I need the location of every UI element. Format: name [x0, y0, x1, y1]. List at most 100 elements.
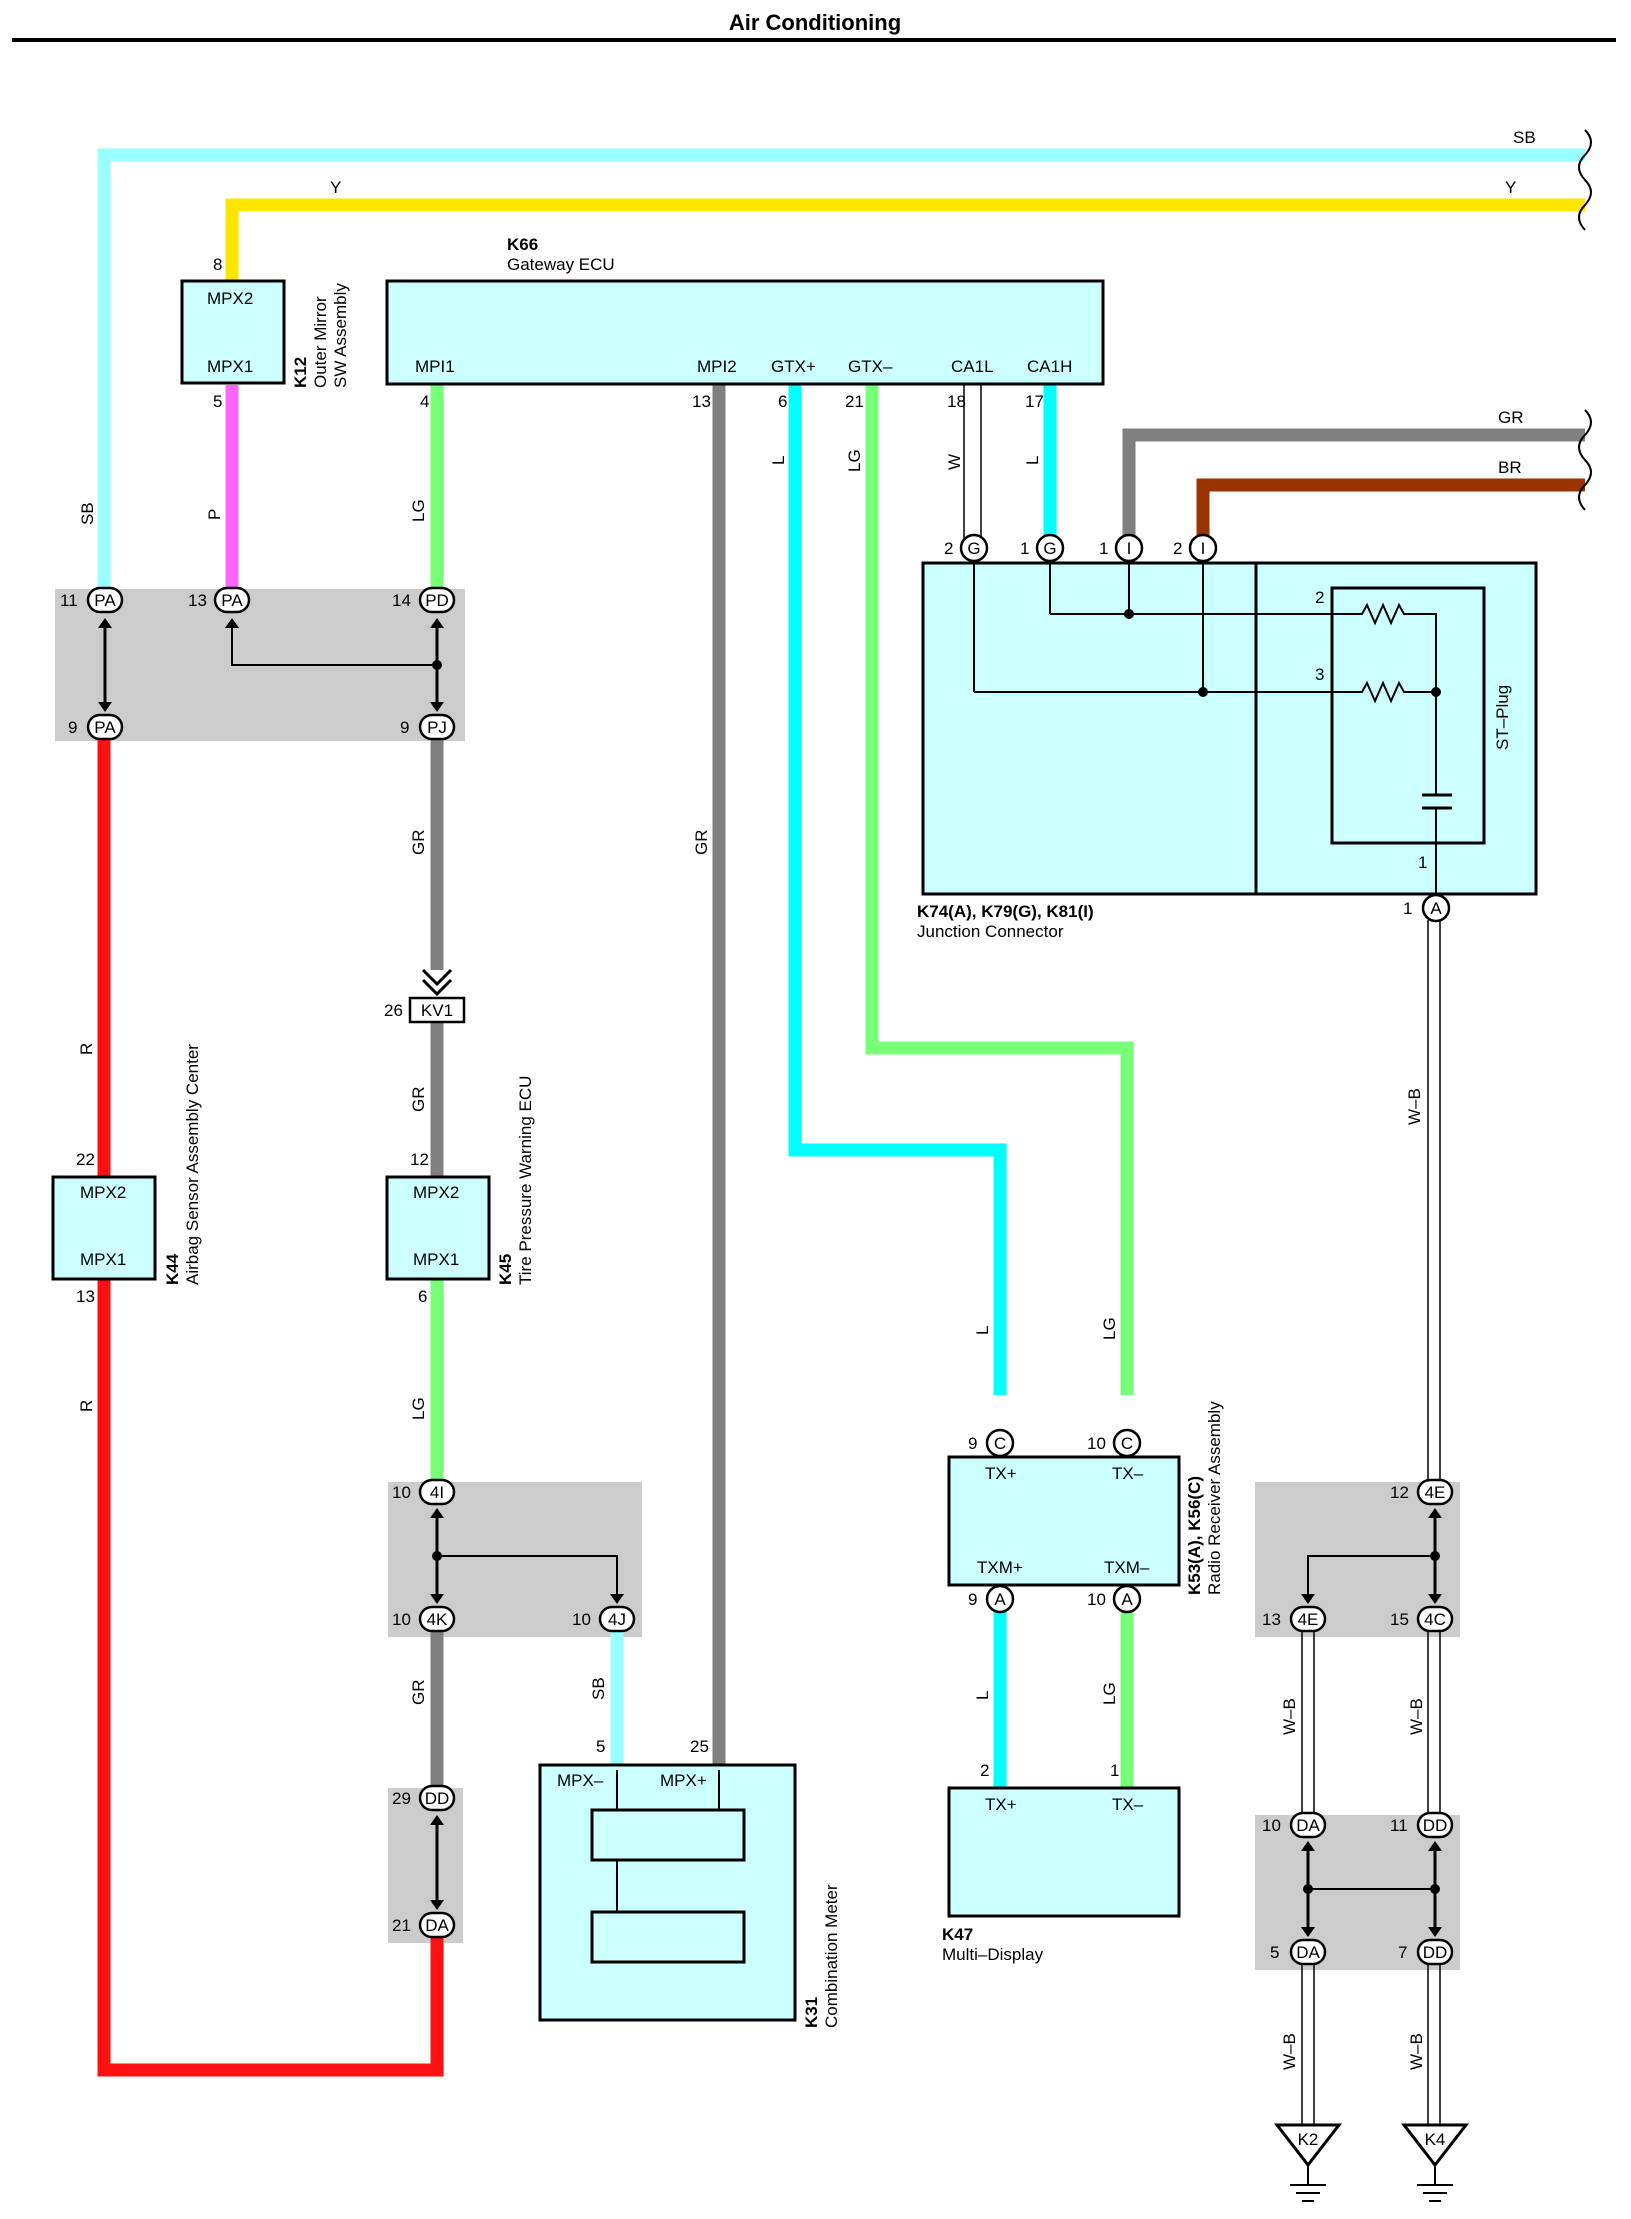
svg-text:14: 14: [392, 591, 411, 610]
svg-text:4E: 4E: [1298, 1610, 1319, 1629]
label-wb-k2: W–B: [1280, 2033, 1299, 2070]
svg-text:PA: PA: [221, 591, 243, 610]
k44-code: K44: [163, 1253, 182, 1285]
label-gr-4k: GR: [409, 1680, 428, 1706]
svg-text:4C: 4C: [1424, 1610, 1446, 1629]
junction-pa-11: PA 11: [60, 586, 124, 614]
svg-text:2: 2: [1173, 539, 1182, 558]
k45-code: K45: [496, 1254, 515, 1285]
svg-text:DD: DD: [1423, 1816, 1448, 1835]
label-lg-mpi1: LG: [409, 499, 428, 522]
svg-text:4I: 4I: [430, 1483, 444, 1502]
svg-text:PA: PA: [94, 591, 116, 610]
svg-text:DA: DA: [1296, 1816, 1320, 1835]
k66-pin-ca1h: CA1H: [1027, 357, 1072, 376]
k44-pin-mpx1: MPX1: [80, 1250, 126, 1269]
label-gr-kv1: GR: [409, 1087, 428, 1113]
junction-pj-9: PJ 9: [400, 713, 456, 741]
k44-num-mpx1: 13: [76, 1287, 95, 1306]
label-p: P: [205, 509, 224, 520]
svg-text:2: 2: [944, 539, 953, 558]
wire-gr-right: [1122, 428, 1585, 540]
k12-pin-mpx2: MPX2: [207, 289, 253, 308]
svg-text:C: C: [994, 1434, 1006, 1453]
k66-num-gtxp: 6: [778, 392, 787, 411]
junction-pa-13: PA 13: [188, 586, 251, 614]
svg-text:9: 9: [68, 718, 77, 737]
label-br-top: BR: [1498, 458, 1522, 477]
junction-dd-11: DD 11: [1390, 1811, 1454, 1839]
jc-code: K74(A), K79(G), K81(I): [917, 902, 1094, 921]
component-k53-radio-receiver: TX+ TX– TXM+ TXM– C 9 C 10 A 9 A 10 K53(…: [947, 1401, 1224, 1614]
label-sb-top: SB: [1513, 128, 1536, 147]
k31-pin-mpxm: MPX–: [557, 1771, 604, 1790]
svg-text:13: 13: [188, 591, 207, 610]
k53-pin-c10: C 10: [1087, 1428, 1142, 1458]
k66-pin-ca1l: CA1L: [951, 357, 994, 376]
svg-text:12: 12: [1390, 1483, 1409, 1502]
jc-num-r3: 3: [1315, 665, 1324, 684]
k31-box: [538, 1763, 797, 2022]
k66-num-mpi2: 13: [692, 392, 711, 411]
ground-k2-label: K2: [1298, 2130, 1319, 2149]
svg-text:10: 10: [1087, 1434, 1106, 1453]
k66-pin-mpi2: MPI2: [697, 357, 737, 376]
k12-code: K12: [291, 357, 310, 388]
junction-kv1: KV1 26: [384, 996, 466, 1024]
k66-num-ca1l: 18: [947, 392, 966, 411]
component-k66-gateway-ecu: K66 Gateway ECU MPI1 MPI2 GTX+ GTX– CA1L…: [385, 235, 1105, 411]
k53-pin-txm: TX–: [1112, 1464, 1144, 1483]
k44-pin-mpx2: MPX2: [80, 1183, 126, 1202]
svg-text:7: 7: [1398, 1943, 1407, 1962]
svg-text:1: 1: [1403, 899, 1412, 918]
svg-text:15: 15: [1390, 1610, 1409, 1629]
junction-internal-links: [103, 625, 1437, 1930]
k66-num-gtxm: 21: [845, 392, 864, 411]
k66-code: K66: [507, 235, 538, 254]
junction-4e-13: 4E 13: [1262, 1605, 1327, 1633]
kv1-chevron-icon: [421, 968, 453, 997]
svg-text:10: 10: [1087, 1590, 1106, 1609]
ground-k4: K4: [1400, 2123, 1470, 2202]
k47-pin-txm: TX–: [1112, 1795, 1144, 1814]
svg-text:29: 29: [392, 1789, 411, 1808]
label-wb-k4: W–B: [1407, 2033, 1426, 2070]
wire-br-right: [1196, 478, 1585, 540]
label-gr-pj: GR: [409, 830, 428, 856]
k45-num-mpx2: 12: [410, 1150, 429, 1169]
jc-pin-g2: G 2: [944, 533, 989, 563]
svg-text:DD: DD: [1423, 1943, 1448, 1962]
svg-text:10: 10: [1262, 1816, 1281, 1835]
label-l-k53: L: [973, 1326, 992, 1335]
page-title: Air Conditioning: [729, 10, 901, 35]
label-wb-right: W–B: [1407, 1698, 1426, 1735]
svg-text:4E: 4E: [1425, 1483, 1446, 1502]
svg-text:13: 13: [1262, 1610, 1281, 1629]
junction-4c-15: 4C 15: [1390, 1605, 1454, 1633]
k12-pin-mpx1: MPX1: [207, 357, 253, 376]
svg-text:4J: 4J: [608, 1610, 626, 1629]
k53-name: Radio Receiver Assembly: [1205, 1401, 1224, 1595]
k44-name: Airbag Sensor Assembly Center: [183, 1044, 202, 1285]
k47-pin-txp: TX+: [985, 1795, 1017, 1814]
svg-text:26: 26: [384, 1001, 403, 1020]
label-l-ca1h: L: [1023, 456, 1042, 465]
k12-name-2: SW Assembly: [331, 283, 350, 388]
svg-text:DD: DD: [425, 1789, 450, 1808]
label-gr-mpi2: GR: [692, 830, 711, 856]
label-gr-top: GR: [1498, 408, 1524, 427]
wire-lg-gtxm: [865, 385, 1134, 1395]
k31-code: K31: [802, 1997, 821, 2028]
label-sb-left: SB: [78, 502, 97, 525]
label-y-top: Y: [1505, 178, 1516, 197]
svg-text:1: 1: [1020, 539, 1029, 558]
k12-name-1: Outer Mirror: [311, 296, 330, 388]
k47-name: Multi–Display: [942, 1945, 1044, 1964]
k53-pin-txp: TX+: [985, 1464, 1017, 1483]
ground-k2: K2: [1273, 2123, 1343, 2202]
k12-box: [180, 279, 286, 385]
label-lg-k47: LG: [1100, 1682, 1119, 1705]
component-junction-connector: 2 3 1 ST–Plug G 2 G 1 I 1 I 2 A 1: [917, 533, 1538, 941]
k31-pin-mpxp: MPX+: [660, 1771, 707, 1790]
junction-da-10: DA 10: [1262, 1811, 1327, 1839]
